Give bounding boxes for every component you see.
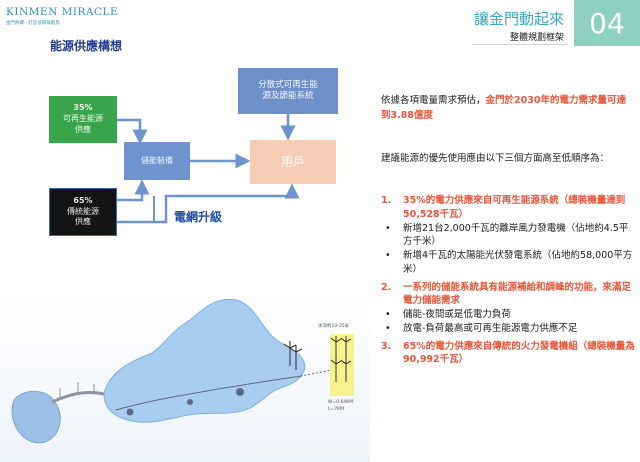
- page-heading: 能源供應構想: [50, 39, 123, 53]
- storage-box: 儲能裝備: [124, 142, 190, 180]
- substation-marker: [187, 399, 193, 405]
- list-item: 3. 65%的電力供應來自傳統的火力發電機組（總裝機量為90,992千瓦）: [381, 340, 637, 368]
- section-number-badge: 04: [574, 0, 640, 46]
- priority-list: 1. 35%的電力供應來自可再生能源系統（總裝機量達到50,528千瓦） • 新…: [381, 194, 637, 367]
- bullet-text: 新增4千瓦的太陽能光伏發電系統（佔地約58,000平方米）: [403, 250, 633, 275]
- renewable-percent: 35%: [73, 103, 93, 113]
- traditional-label-line2: 供應: [75, 217, 91, 227]
- offshore-wind-area: [330, 334, 354, 396]
- grid-upgrade-label: 電網升級: [174, 210, 223, 224]
- user-box: 用戶: [250, 140, 336, 184]
- list-item: 2. 一系列的儲能系統具有能源補給和調峰的功能，來滿足電力儲能需求: [381, 281, 637, 309]
- station-marker: [126, 408, 134, 416]
- wind-area-length-label: L=7KM: [328, 407, 344, 412]
- item-number: 3.: [381, 340, 392, 352]
- logo-sub-text: 金門奇蹟 · 打造低碳綠能島: [6, 21, 60, 26]
- item-title: 一系列的儲能系統具有能源補給和調峰的功能，來滿足電力儲能需求: [403, 281, 632, 307]
- bullet-item: • 儲能-夜間或是低電力負荷: [385, 308, 637, 322]
- slide-subtitle: 整體規劃框架: [509, 33, 564, 43]
- traditional-percent: 65%: [73, 195, 93, 205]
- storage-label: 儲能裝備: [141, 155, 173, 165]
- small-island: [11, 390, 61, 444]
- power-plant-marker: [236, 388, 244, 396]
- island-map-drawing: [0, 290, 370, 462]
- logo: KINMEN MIRACLE 金門奇蹟 · 打造低碳綠能島: [6, 6, 156, 28]
- bullet-dot: •: [385, 309, 391, 321]
- bullet-text: 放電-負荷最高或可再生能源電力供應不足: [403, 322, 578, 334]
- coastal-turbines: [283, 341, 303, 370]
- arrow-green-to-storage: [117, 118, 148, 145]
- intro-prefix: 依據各項電量需求預估，: [381, 95, 486, 106]
- item-number: 2.: [381, 281, 392, 293]
- distributed-energy-box: 分散式可再生能 源及節能系統: [238, 68, 338, 114]
- user-label: 用戶: [280, 154, 305, 169]
- slide-title: 讓金門動起來: [473, 10, 564, 28]
- bullet-text: 新增21台2,000千瓦的離岸風力發電機（佔地約4.5平方千米）: [403, 222, 629, 248]
- bullet-item: • 放電-負荷最高或可再生能源電力供應不足: [385, 322, 637, 336]
- bullet-dot: •: [385, 250, 391, 262]
- renewable-label-line2: 供應: [75, 124, 91, 134]
- bullet-dot: •: [385, 222, 391, 234]
- title-divider: [472, 44, 568, 45]
- list-item: 1. 35%的電力供應來自可再生能源系統（總裝機量達到50,528千瓦）: [381, 194, 637, 222]
- item-number: 1.: [381, 195, 392, 206]
- distributed-label-line1: 分散式可再生能: [258, 79, 318, 90]
- bullet-dot: •: [385, 322, 391, 334]
- island-map: 水深約10-25米 W=0.64KM L=7KM: [0, 290, 370, 462]
- offshore-turbines: [330, 336, 352, 382]
- traditional-label-line1: 傳統能源: [67, 206, 99, 216]
- renewable-label-line1: 可再生能源: [63, 114, 103, 124]
- bullet-item: • 新增4千瓦的太陽能光伏發電系統（佔地約58,000平方米）: [385, 249, 637, 277]
- distributed-label-line2: 源及節能系統: [262, 91, 314, 101]
- item-title: 35%的電力供應來自可再生能源系統（總裝機量達到50,528千瓦）: [403, 195, 626, 220]
- item-title: 65%的電力供應來自傳統的火力發電機組（總裝機量為90,992千瓦）: [403, 340, 635, 366]
- bullet-item: • 新增21台2,000千瓦的離岸風力發電機（佔地約4.5平方千米）: [385, 222, 637, 250]
- bullet-text: 儲能-夜間或是低電力負荷: [403, 309, 511, 321]
- power-line: [115, 375, 303, 411]
- traditional-supply-box: 65% 傳統能源 供應: [49, 188, 117, 236]
- main-island: [103, 298, 306, 423]
- sea-cable: [299, 369, 333, 377]
- priority-paragraph: 建議能源的優先使用應由以下三個方面高至低順序為：: [381, 153, 610, 164]
- turbine-depth-label: 水深約10-25米: [318, 324, 350, 329]
- arrow-dark-to-storage: [117, 179, 150, 202]
- logo-main-text: KINMEN MIRACLE: [6, 6, 119, 18]
- wind-area-width-label: W=0.64KM: [328, 400, 354, 405]
- renewable-supply-box: 35% 可再生能源 供應: [49, 96, 117, 143]
- intro-paragraph: 依據各項電量需求預估，金門於2030年的電力需求量可達到3.88億度: [381, 94, 633, 123]
- intro-highlight: 金門於2030年的電力需求量可達到3.88億度: [381, 95, 626, 121]
- bridge: [51, 390, 105, 404]
